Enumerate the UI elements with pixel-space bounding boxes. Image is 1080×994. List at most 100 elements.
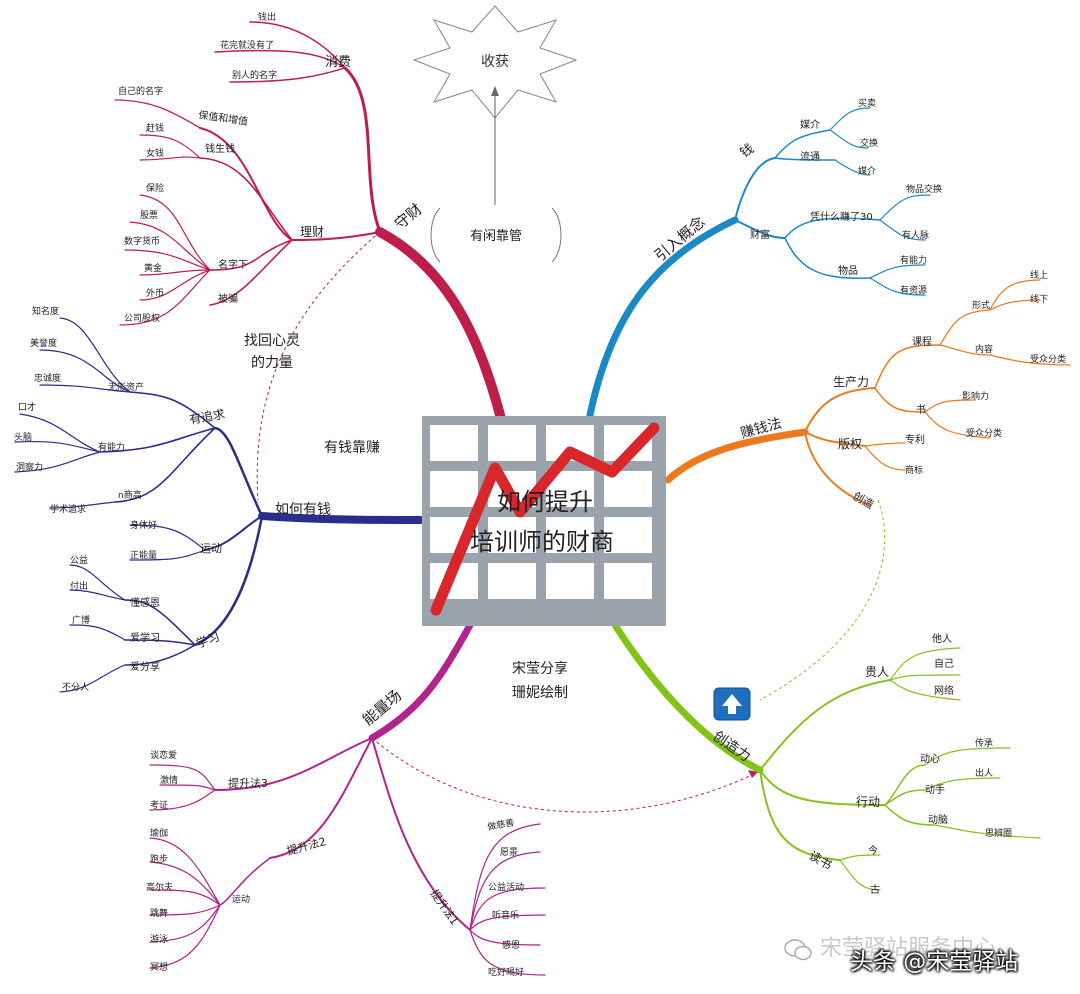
label-aixue: 爱学习 — [130, 631, 160, 644]
up-arrow-icon — [713, 687, 751, 721]
item-churen: 出人 — [975, 767, 993, 779]
item-maimai: 买卖 — [858, 98, 876, 109]
watermark: 宋莹驿站服务中心 头条 @宋莹驿站 — [770, 928, 1070, 984]
item-tounao: 头脑 — [14, 431, 32, 443]
item-zhiming: 知名度 — [32, 305, 59, 317]
label-xingdong: 行动 — [856, 795, 880, 809]
item-nengli2: 有能力 — [900, 254, 927, 266]
item-beipian: 被骗 — [218, 292, 238, 305]
item-guangbo: 广博 — [72, 614, 90, 626]
item-chihao: 吃好喝好 — [488, 966, 524, 978]
center-image: 如何提升 培训师的财商 — [422, 416, 666, 626]
note-xinling-1: 找回心灵 — [244, 333, 300, 349]
item-taren: 他人 — [932, 632, 952, 645]
item-wangluo: 网络 — [934, 684, 954, 697]
item-gu: 古 — [870, 883, 880, 896]
label-licai: 理财 — [300, 225, 324, 239]
item-huawan: 花完就没有了 — [220, 39, 274, 51]
item-paobu: 跑步 — [150, 853, 168, 865]
item-bieren: 别人的名字 — [232, 69, 277, 81]
item-jiaohuan: 交换 — [860, 137, 878, 149]
label-t3: 提升法3 — [228, 776, 268, 790]
center-title-1: 如何提升 — [497, 488, 593, 516]
item-nvqian: 女钱 — [146, 147, 164, 159]
item-guquan: 公司股权 — [124, 312, 160, 324]
label-guiren: 贵人 — [865, 665, 889, 679]
item-bufen: 不分人 — [62, 682, 89, 693]
label-yundong: 运动 — [200, 542, 222, 555]
item-gupiao: 股票 — [140, 210, 158, 221]
item-youyong: 游泳 — [150, 933, 168, 945]
item-xianshang: 线上 — [1030, 269, 1048, 281]
center-title-2: 培训师的财商 — [470, 528, 614, 556]
label-chuangzaoli: 创造力 — [710, 728, 754, 765]
label-dongnao: 动脑 — [928, 813, 948, 826]
item-xianxia: 线下 — [1030, 293, 1048, 305]
item-zhengneng: 正能量 — [130, 549, 157, 561]
label-zhuiqiu: 有追求 — [188, 406, 226, 427]
item-ganen2: 感恩 — [502, 939, 520, 951]
label-xiaofei: 消费 — [325, 55, 351, 70]
dashed-link-chuangzao — [759, 499, 886, 701]
watermark-ghost-text: 宋莹驿站服务中心 — [820, 936, 997, 961]
item-shouzhong2: 受众分类 — [966, 427, 1002, 439]
label-qiansheng: 钱生钱 — [205, 142, 235, 155]
item-gaoerfu: 高尔夫 — [146, 881, 173, 893]
label-dushu: 读书 — [807, 848, 835, 872]
label-neirong: 内容 — [975, 343, 993, 355]
label-dongshou: 动手 — [925, 783, 945, 796]
item-shangbiao: 商标 — [905, 464, 923, 476]
note-zhuan: 有钱靠赚 — [324, 440, 380, 456]
item-ziji: 自己的名字 — [118, 85, 163, 97]
label-banquan: 版权 — [838, 437, 862, 451]
branch-chuangzao — [611, 621, 1041, 891]
label-t2-yundong: 运动 — [232, 894, 250, 905]
label-zhuan30: 凭什么赚了30 — [810, 210, 873, 223]
item-yingxiang: 影响力 — [962, 390, 989, 402]
dashed-arrowhead-icon — [748, 770, 758, 778]
bracket-left — [430, 207, 441, 263]
label-shu: 书 — [916, 404, 926, 416]
branch-zhuanqian — [664, 279, 1071, 506]
wechat-logo-icon — [784, 939, 812, 961]
label-dongxin: 动心 — [920, 753, 940, 765]
label-shoucai: 守财 — [391, 200, 426, 233]
item-jiqing: 激情 — [160, 774, 178, 786]
item-ganqian: 赶钱 — [146, 122, 164, 134]
arrow-head-icon — [491, 86, 499, 96]
item-zhongcheng: 忠诚度 — [34, 372, 61, 384]
item-shouzhong1: 受众分类 — [1030, 353, 1066, 365]
label-xuexi: 学习 — [194, 629, 222, 651]
label-meijie: 媒介 — [800, 119, 820, 131]
label-caifu: 财富 — [750, 228, 770, 241]
note-author-1: 宋莹分享 — [512, 660, 568, 677]
trend-line — [430, 422, 660, 616]
item-waibi: 外币 — [146, 287, 164, 299]
dashed-link-nengliang-chuangzao — [371, 737, 759, 813]
item-jin: 今 — [868, 844, 878, 857]
branch-ruhe — [14, 317, 424, 693]
item-fuchu: 付出 — [70, 580, 88, 592]
item-baoxian: 保险 — [146, 182, 164, 194]
watermark-text: 头条 @宋莹驿站 — [850, 949, 1019, 975]
label-chuangzao-orange: 创造 — [851, 488, 877, 511]
item-ziyuan: 有资源 — [900, 284, 927, 296]
item-tingyinyue: 听音乐 — [492, 909, 519, 921]
item-ziji2: 自己 — [934, 657, 954, 670]
label-t2: 提升法2 — [285, 834, 327, 858]
note-guan: 有闲靠管 — [470, 229, 522, 244]
item-koucai: 口才 — [18, 401, 36, 413]
item-wupinjiaohuan: 物品交换 — [906, 183, 942, 195]
label-aifen: 爱分享 — [130, 660, 160, 673]
item-shenti: 身体好 — [130, 519, 157, 531]
label-wupin: 物品 — [838, 264, 858, 277]
item-tiaowu: 跳舞 — [150, 907, 168, 919]
label-baozhi: 保值和增值 — [198, 108, 249, 128]
label-qian: 钱 — [738, 142, 757, 162]
item-huangjin: 黄金 — [144, 262, 162, 274]
label-t1: 提升法1 — [428, 887, 462, 928]
label-ruhe: 如何有钱 — [275, 502, 331, 518]
item-shuzi: 数字货币 — [124, 235, 160, 247]
item-yuanjing: 愿景 — [500, 847, 518, 858]
